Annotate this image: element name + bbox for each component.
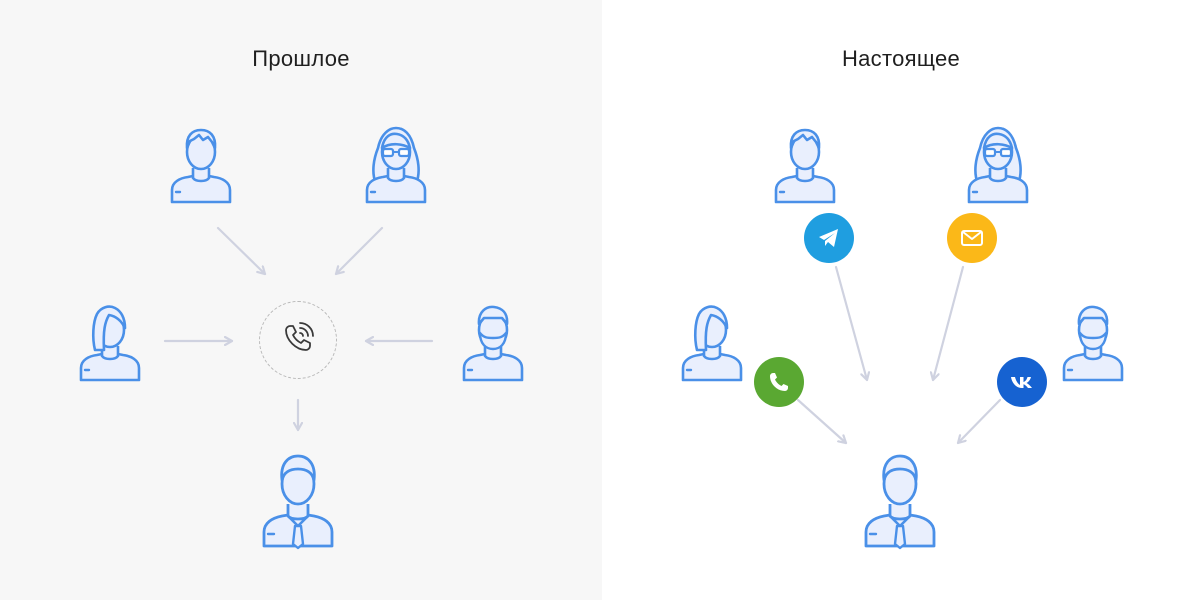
present-arrows xyxy=(796,265,1002,445)
person-icon xyxy=(963,122,1033,204)
present-panel: Настоящее xyxy=(602,0,1200,600)
vk-icon xyxy=(1008,368,1036,396)
telegram-channel xyxy=(804,213,854,263)
manager-icon xyxy=(860,450,942,550)
person-icon xyxy=(1058,300,1128,382)
phone-call-icon xyxy=(278,318,318,363)
phone-icon xyxy=(767,370,791,394)
person-icon xyxy=(361,122,431,204)
person-icon xyxy=(166,122,236,204)
arrow xyxy=(933,265,965,382)
arrow xyxy=(834,265,867,382)
mail-icon xyxy=(959,225,985,251)
past-title: Прошлое xyxy=(252,46,350,71)
vk-channel xyxy=(997,357,1047,407)
person-icon xyxy=(75,300,145,382)
person-icon xyxy=(458,300,528,382)
call-hub xyxy=(259,301,337,379)
past-arrows xyxy=(163,226,434,432)
manager-icon xyxy=(258,450,340,550)
person-icon xyxy=(770,122,840,204)
telegram-icon xyxy=(816,225,842,251)
arrow xyxy=(216,226,267,276)
past-panel: Прошлое xyxy=(75,46,528,550)
arrow xyxy=(956,398,1002,445)
arrow xyxy=(796,398,848,445)
email-channel xyxy=(947,213,997,263)
person-icon xyxy=(677,300,747,382)
arrow xyxy=(334,226,384,276)
phone-channel xyxy=(754,357,804,407)
present-title: Настоящее xyxy=(841,46,961,71)
